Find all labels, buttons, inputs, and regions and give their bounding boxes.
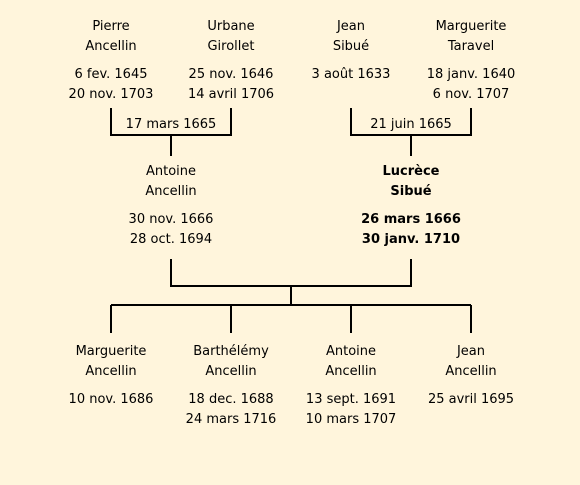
person-birth-date: 25 avril 1695	[427, 392, 515, 407]
person-last-name: Girollet	[207, 39, 255, 54]
person-marguerite-ancellin: Marguerite Ancellin 10 nov. 1686	[41, 342, 181, 410]
person-first-name: Marguerite	[75, 344, 147, 359]
person-last-name: Ancellin	[205, 364, 257, 379]
person-urbane-girollet: Urbane Girollet 25 nov. 1646 14 avril 17…	[161, 17, 301, 105]
person-birth-date: 13 sept. 1691	[305, 392, 397, 407]
person-birth-date: 6 fev. 1645	[74, 67, 148, 82]
person-death-date: 30 janv. 1710	[361, 232, 461, 247]
person-birth-date: 18 dec. 1688	[188, 392, 274, 407]
person-death-date: 14 avril 1706	[187, 87, 275, 102]
person-last-name: Sibué	[332, 39, 370, 54]
person-barthelemy-ancellin: Barthélémy Ancellin 18 dec. 1688 24 mars…	[161, 342, 301, 430]
person-antoine-ancellin-son: Antoine Ancellin 13 sept. 1691 10 mars 1…	[281, 342, 421, 430]
person-death-date: 6 nov. 1707	[432, 87, 510, 102]
person-first-name: Barthélémy	[193, 344, 269, 359]
person-death-date: 10 mars 1707	[305, 412, 397, 427]
marriage-date-maternal: 21 juin 1665	[370, 117, 452, 132]
person-first-name: Marguerite	[435, 19, 507, 34]
person-birth-date: 3 août 1633	[311, 67, 391, 82]
person-first-name: Antoine	[325, 344, 377, 359]
person-last-name: Ancellin	[85, 39, 137, 54]
person-death-date: 28 oct. 1694	[129, 232, 213, 247]
person-last-name: Ancellin	[325, 364, 377, 379]
person-death-date: 20 nov. 1703	[68, 87, 154, 102]
person-first-name: Urbane	[207, 19, 255, 34]
person-last-name: Taravel	[447, 39, 495, 54]
person-last-name: Ancellin	[85, 364, 137, 379]
person-last-name: Ancellin	[145, 184, 197, 199]
person-birth-date: 18 janv. 1640	[426, 67, 516, 82]
person-first-name: Antoine	[145, 164, 197, 179]
person-birth-date: 26 mars 1666	[361, 212, 461, 227]
person-birth-date: 10 nov. 1686	[68, 392, 154, 407]
parents-connector	[170, 259, 412, 287]
person-jean-sibue: Jean Sibué 3 août 1633	[281, 17, 421, 85]
person-birth-date: 25 nov. 1646	[188, 67, 274, 82]
person-jean-ancellin: Jean Ancellin 25 avril 1695	[401, 342, 541, 410]
person-first-name: Pierre	[92, 19, 130, 34]
person-last-name: Sibué	[390, 184, 432, 199]
person-last-name: Ancellin	[445, 364, 497, 379]
person-first-name: Jean	[336, 19, 366, 34]
person-birth-date: 30 nov. 1666	[128, 212, 214, 227]
person-lucrece-sibue: Lucrèce Sibué 26 mars 1666 30 janv. 1710	[341, 162, 481, 250]
person-pierre-ancellin: Pierre Ancellin 6 fev. 1645 20 nov. 1703	[41, 17, 181, 105]
person-marguerite-taravel: Marguerite Taravel 18 janv. 1640 6 nov. …	[401, 17, 541, 105]
marriage-date-paternal: 17 mars 1665	[125, 117, 217, 132]
person-first-name: Lucrèce	[382, 164, 440, 179]
person-death-date: 24 mars 1716	[185, 412, 277, 427]
person-first-name: Jean	[456, 344, 486, 359]
person-antoine-ancellin-father: Antoine Ancellin 30 nov. 1666 28 oct. 16…	[101, 162, 241, 250]
